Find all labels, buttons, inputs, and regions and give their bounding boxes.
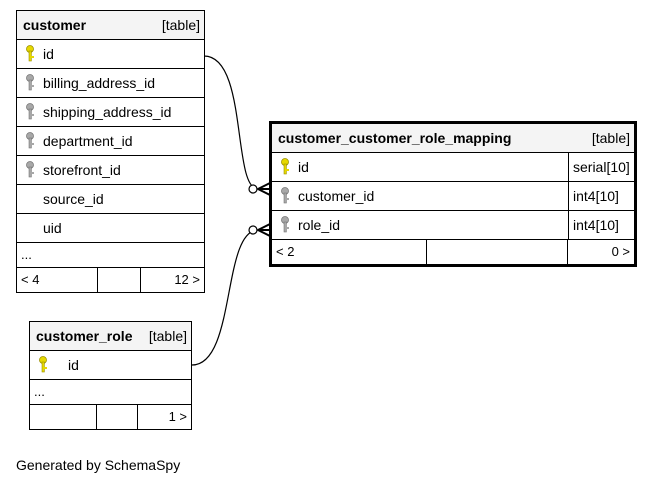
column-name: customer_id — [298, 188, 375, 204]
column-name: uid — [43, 220, 62, 236]
customer-role-table[interactable]: customer_role [table] id ... 1 > — [29, 321, 192, 430]
primary-key-icon — [281, 158, 289, 175]
mapping-parents-link[interactable]: < 2 — [276, 244, 295, 259]
foreign-key-icon — [281, 187, 289, 204]
foreign-key-icon — [26, 103, 34, 120]
link-role-crowfoot — [257, 223, 271, 237]
customer-role-table-name: customer_role — [36, 328, 133, 344]
generated-by-credit: Generated by SchemaSpy — [16, 457, 181, 473]
column-type: int4[10] — [568, 182, 634, 210]
customer-table-footer: < 4 12 > — [17, 268, 204, 292]
footer-divider — [137, 405, 138, 429]
link-customer-crowfoot — [257, 182, 271, 196]
link-role-optional-marker — [248, 225, 258, 235]
customer-more-columns: ... — [17, 243, 204, 268]
foreign-key-icon — [281, 216, 289, 233]
customer-column-storefront-id[interactable]: storefront_id — [17, 156, 204, 185]
customer-role-parents-cell — [30, 405, 96, 429]
customer-column-uid[interactable]: uid — [17, 214, 204, 243]
column-name: billing_address_id — [43, 75, 156, 91]
column-name: shipping_address_id — [43, 104, 172, 120]
mapping-table-kind: [table] — [591, 130, 630, 146]
customer-role-more-columns: ... — [30, 380, 191, 405]
foreign-key-icon — [26, 132, 34, 149]
mapping-column-id[interactable]: id serial[10] — [272, 153, 634, 182]
customer-table-name: customer — [23, 17, 87, 33]
footer-divider — [97, 268, 98, 292]
column-name: source_id — [43, 191, 104, 207]
customer-role-table-footer: 1 > — [30, 405, 191, 429]
customer-role-table-header[interactable]: customer_role [table] — [30, 322, 191, 351]
customer-role-children-link[interactable]: 1 > — [168, 409, 187, 424]
customer-table-header[interactable]: customer [table] — [17, 11, 204, 40]
foreign-key-icon — [26, 74, 34, 91]
footer-divider — [567, 240, 568, 264]
customer-customer-role-mapping-table[interactable]: customer_customer_role_mapping [table] i… — [269, 121, 637, 267]
column-name: storefront_id — [43, 162, 121, 178]
column-name: id — [43, 46, 54, 62]
customer-column-source-id[interactable]: source_id — [17, 185, 204, 214]
customer-table-kind: [table] — [161, 17, 200, 33]
link-role-to-mapping — [191, 229, 259, 366]
customer-parents-link[interactable]: < 4 — [21, 272, 40, 287]
footer-divider — [140, 268, 141, 292]
customer-table[interactable]: customer [table] id billing_address_id s… — [16, 10, 205, 293]
mapping-column-role-id[interactable]: role_id int4[10] — [272, 211, 634, 240]
column-type: serial[10] — [568, 153, 634, 181]
customer-role-column-id[interactable]: id — [30, 351, 191, 380]
customer-column-shipping-address-id[interactable]: shipping_address_id — [17, 98, 204, 127]
foreign-key-icon — [26, 161, 34, 178]
mapping-children-link[interactable]: 0 > — [611, 244, 630, 259]
mapping-table-footer: < 2 0 > — [272, 240, 634, 264]
link-customer-to-mapping — [203, 55, 259, 190]
customer-column-billing-address-id[interactable]: billing_address_id — [17, 69, 204, 98]
primary-key-icon — [39, 356, 47, 373]
mapping-column-customer-id[interactable]: customer_id int4[10] — [272, 182, 634, 211]
mapping-table-header[interactable]: customer_customer_role_mapping [table] — [272, 124, 634, 153]
customer-role-table-kind: [table] — [148, 328, 187, 344]
mapping-table-name: customer_customer_role_mapping — [278, 130, 512, 146]
footer-divider — [96, 405, 97, 429]
link-customer-optional-marker — [248, 184, 258, 194]
customer-children-link[interactable]: 12 > — [174, 272, 200, 287]
column-name: id — [68, 357, 79, 373]
column-name: role_id — [298, 217, 341, 233]
customer-column-department-id[interactable]: department_id — [17, 127, 204, 156]
primary-key-icon — [26, 45, 34, 62]
column-name: department_id — [43, 133, 133, 149]
column-type: int4[10] — [568, 211, 634, 239]
footer-divider — [426, 240, 427, 264]
column-name: id — [298, 159, 309, 175]
customer-column-id[interactable]: id — [17, 40, 204, 69]
